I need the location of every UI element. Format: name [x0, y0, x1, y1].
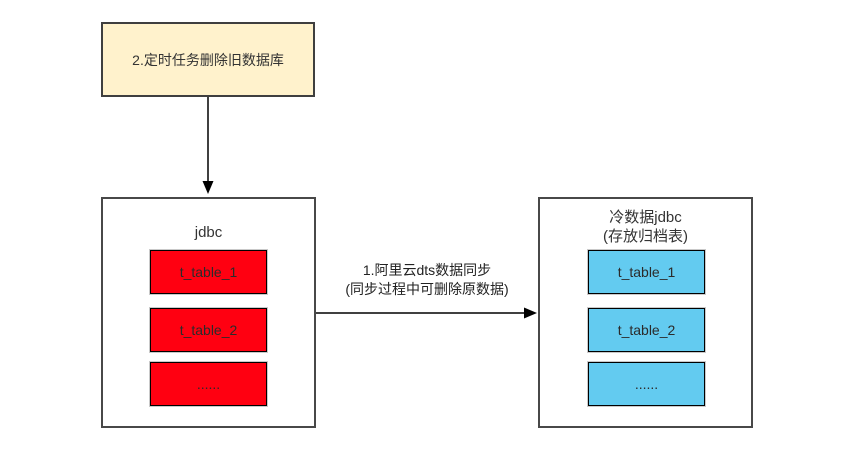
- cold-table-1-label: t_table_1: [617, 264, 676, 280]
- cold-table-more-label: ......: [634, 376, 659, 392]
- sync-arrow-label-line2: (同步过程中可删除原数据): [345, 281, 509, 297]
- hot-table-1-label: t_table_1: [179, 264, 238, 280]
- sync-arrow-head: [524, 307, 537, 319]
- hot-table-more: ......: [150, 362, 267, 406]
- sync-arrow-label: 1.阿里云dts数据同步 (同步过程中可删除原数据): [315, 261, 539, 299]
- hot-db-title: jdbc: [194, 224, 223, 241]
- cold-db-title: 冷数据jdbc (存放归档表): [540, 199, 751, 246]
- hot-table-2: t_table_2: [150, 308, 267, 352]
- hot-table-2-label: t_table_2: [179, 322, 238, 338]
- cold-table-1: t_table_1: [588, 250, 705, 294]
- hot-table-more-label: ......: [196, 376, 221, 392]
- scheduled-task-note-label: 2.定时任务删除旧数据库: [132, 51, 284, 68]
- hot-table-1: t_table_1: [150, 250, 267, 294]
- sync-arrow-label-line1: 1.阿里云dts数据同步: [362, 262, 492, 278]
- down-arrow-head: [202, 181, 214, 194]
- cold-db-title-line1: 冷数据jdbc: [609, 209, 682, 226]
- cold-table-2-label: t_table_2: [617, 322, 676, 338]
- cold-table-more: ......: [588, 362, 705, 406]
- cold-db-title-line2: (存放归档表): [603, 228, 688, 245]
- scheduled-task-note: 2.定时任务删除旧数据库: [101, 22, 315, 97]
- cold-table-2: t_table_2: [588, 308, 705, 352]
